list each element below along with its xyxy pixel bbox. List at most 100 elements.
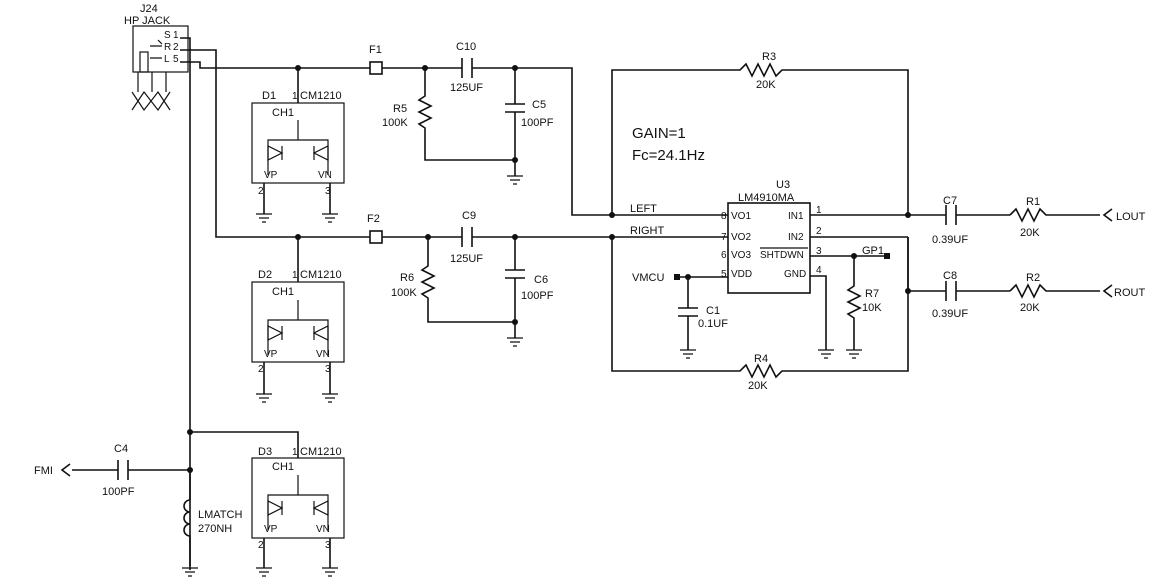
u3-pin7: 7	[721, 232, 727, 243]
u3-vo1: VO1	[731, 211, 751, 222]
wire-right-in	[180, 49, 370, 238]
d1-part: CM1210	[300, 90, 342, 102]
r2-ref: R2	[1026, 272, 1040, 284]
fc-annotation: Fc=24.1Hz	[632, 147, 705, 164]
ground-icon	[680, 349, 696, 359]
jack-pin-5: 5	[173, 54, 179, 65]
c9-ref: C9	[462, 210, 476, 222]
rout-arrow-icon	[1102, 284, 1113, 298]
u3-vo2: VO2	[731, 232, 751, 243]
d2-legs	[263, 362, 331, 394]
jack-pin-s: S	[164, 30, 171, 41]
r7-ref: R7	[865, 288, 879, 300]
net-lout: LOUT	[1116, 211, 1146, 223]
d2-pin3: 3	[325, 364, 331, 375]
c6-ref: C6	[534, 274, 548, 286]
left-input-chain: F1 C10 125UF R5 100K C5 100PF	[369, 41, 728, 216]
ground-icon	[507, 175, 523, 185]
c6-cap	[505, 237, 525, 338]
net-vmcu: VMCU	[632, 272, 664, 284]
resistor-r2	[1009, 283, 1100, 299]
junction-in1	[905, 212, 911, 218]
d1-pin1: 1	[292, 91, 298, 102]
fmi-arrow-icon	[60, 463, 71, 477]
d3-diode-left	[267, 500, 284, 516]
c5-value: 100PF	[521, 117, 554, 129]
d2-diode-left	[267, 325, 284, 341]
r4-value: 20K	[748, 380, 768, 392]
c1-ref: C1	[706, 305, 720, 317]
jack-body	[132, 25, 189, 73]
d3-body	[251, 457, 345, 539]
resistor-r6	[420, 237, 515, 323]
d1-wires	[267, 120, 329, 175]
d3-ref: D3	[258, 446, 272, 458]
c6-value: 100PF	[521, 290, 554, 302]
u3-part: LM4910MA	[738, 192, 795, 204]
u3-ref: U3	[776, 179, 790, 191]
u3-pin2: 2	[816, 226, 822, 237]
c1-value: 0.1UF	[698, 318, 728, 330]
c5-cap	[505, 68, 525, 176]
jack-legs	[131, 72, 171, 112]
lout-arrow-icon	[1102, 208, 1113, 222]
u3-vdd: VDD	[731, 269, 752, 280]
c4-ref: C4	[114, 443, 128, 455]
d2-body	[251, 281, 345, 363]
wire-ic-gnd	[810, 275, 827, 350]
c4-cap	[117, 460, 129, 480]
f2-ref: F2	[367, 213, 380, 225]
diode-array-d1: D1 1 CM1210 CH1 VP VN 2 3	[251, 65, 345, 223]
c7-value: 0.39UF	[932, 234, 968, 246]
r6-ref: R6	[400, 272, 414, 284]
ferrite-f2	[369, 230, 383, 244]
right-input-chain: F2 C9 125UF R6 100K C6 100PF	[367, 210, 728, 347]
d3-vp: VP	[264, 524, 278, 535]
u3-pin3: 3	[816, 246, 822, 257]
r1-value: 20K	[1020, 227, 1040, 239]
d3-pin2: 2	[258, 540, 264, 551]
wire-d3	[190, 431, 299, 458]
u3-pin8: 8	[721, 211, 727, 222]
jack-pin-2: 2	[173, 42, 179, 53]
ground-icon	[507, 337, 523, 347]
ground-icon	[818, 349, 834, 359]
d3-vn: VN	[316, 524, 330, 535]
d1-ch: CH1	[272, 107, 294, 119]
jack-pin-r: R	[164, 42, 171, 53]
r7-value: 10K	[862, 302, 882, 314]
ground-icon	[182, 567, 198, 577]
d1-vn: VN	[318, 170, 332, 181]
c8-value: 0.39UF	[932, 308, 968, 320]
r6-value: 100K	[391, 287, 417, 299]
d1-legs	[263, 183, 331, 214]
c10-ref: C10	[456, 41, 476, 53]
c8-cap	[945, 281, 957, 301]
wire-left-in	[180, 61, 370, 69]
d3-wires	[267, 475, 329, 530]
u3-in1: IN1	[788, 211, 804, 222]
u3-pin4: 4	[816, 265, 822, 276]
lmatch-ref: LMATCH	[198, 509, 242, 521]
d3-diode-right	[312, 500, 329, 516]
u3-shtdwn: SHTDWN	[760, 250, 804, 261]
diode-array-d3: D3 1 CM1210 CH1 VP VN 2 3	[251, 446, 345, 577]
d1-pin3: 3	[325, 186, 331, 197]
d3-pin1: 1	[292, 447, 298, 458]
u3-pin5: 5	[721, 269, 727, 280]
resistor-r4	[611, 237, 909, 379]
jack-ref: J24	[140, 3, 158, 15]
d2-vn: VN	[316, 349, 330, 360]
c9-cap	[461, 227, 473, 247]
wire-sleeve	[180, 37, 191, 570]
fmi-branch: FMI C4 100PF LMATCH 270NH	[34, 443, 242, 577]
resistor-r5	[417, 68, 515, 161]
u3-in2: IN2	[788, 232, 804, 243]
d3-pin3: 3	[325, 540, 331, 551]
d1-diode-right	[312, 145, 329, 161]
r1-ref: R1	[1026, 196, 1040, 208]
jack-contacts	[150, 39, 163, 59]
f1-ref: F1	[369, 44, 382, 56]
resistor-r3	[611, 62, 909, 215]
